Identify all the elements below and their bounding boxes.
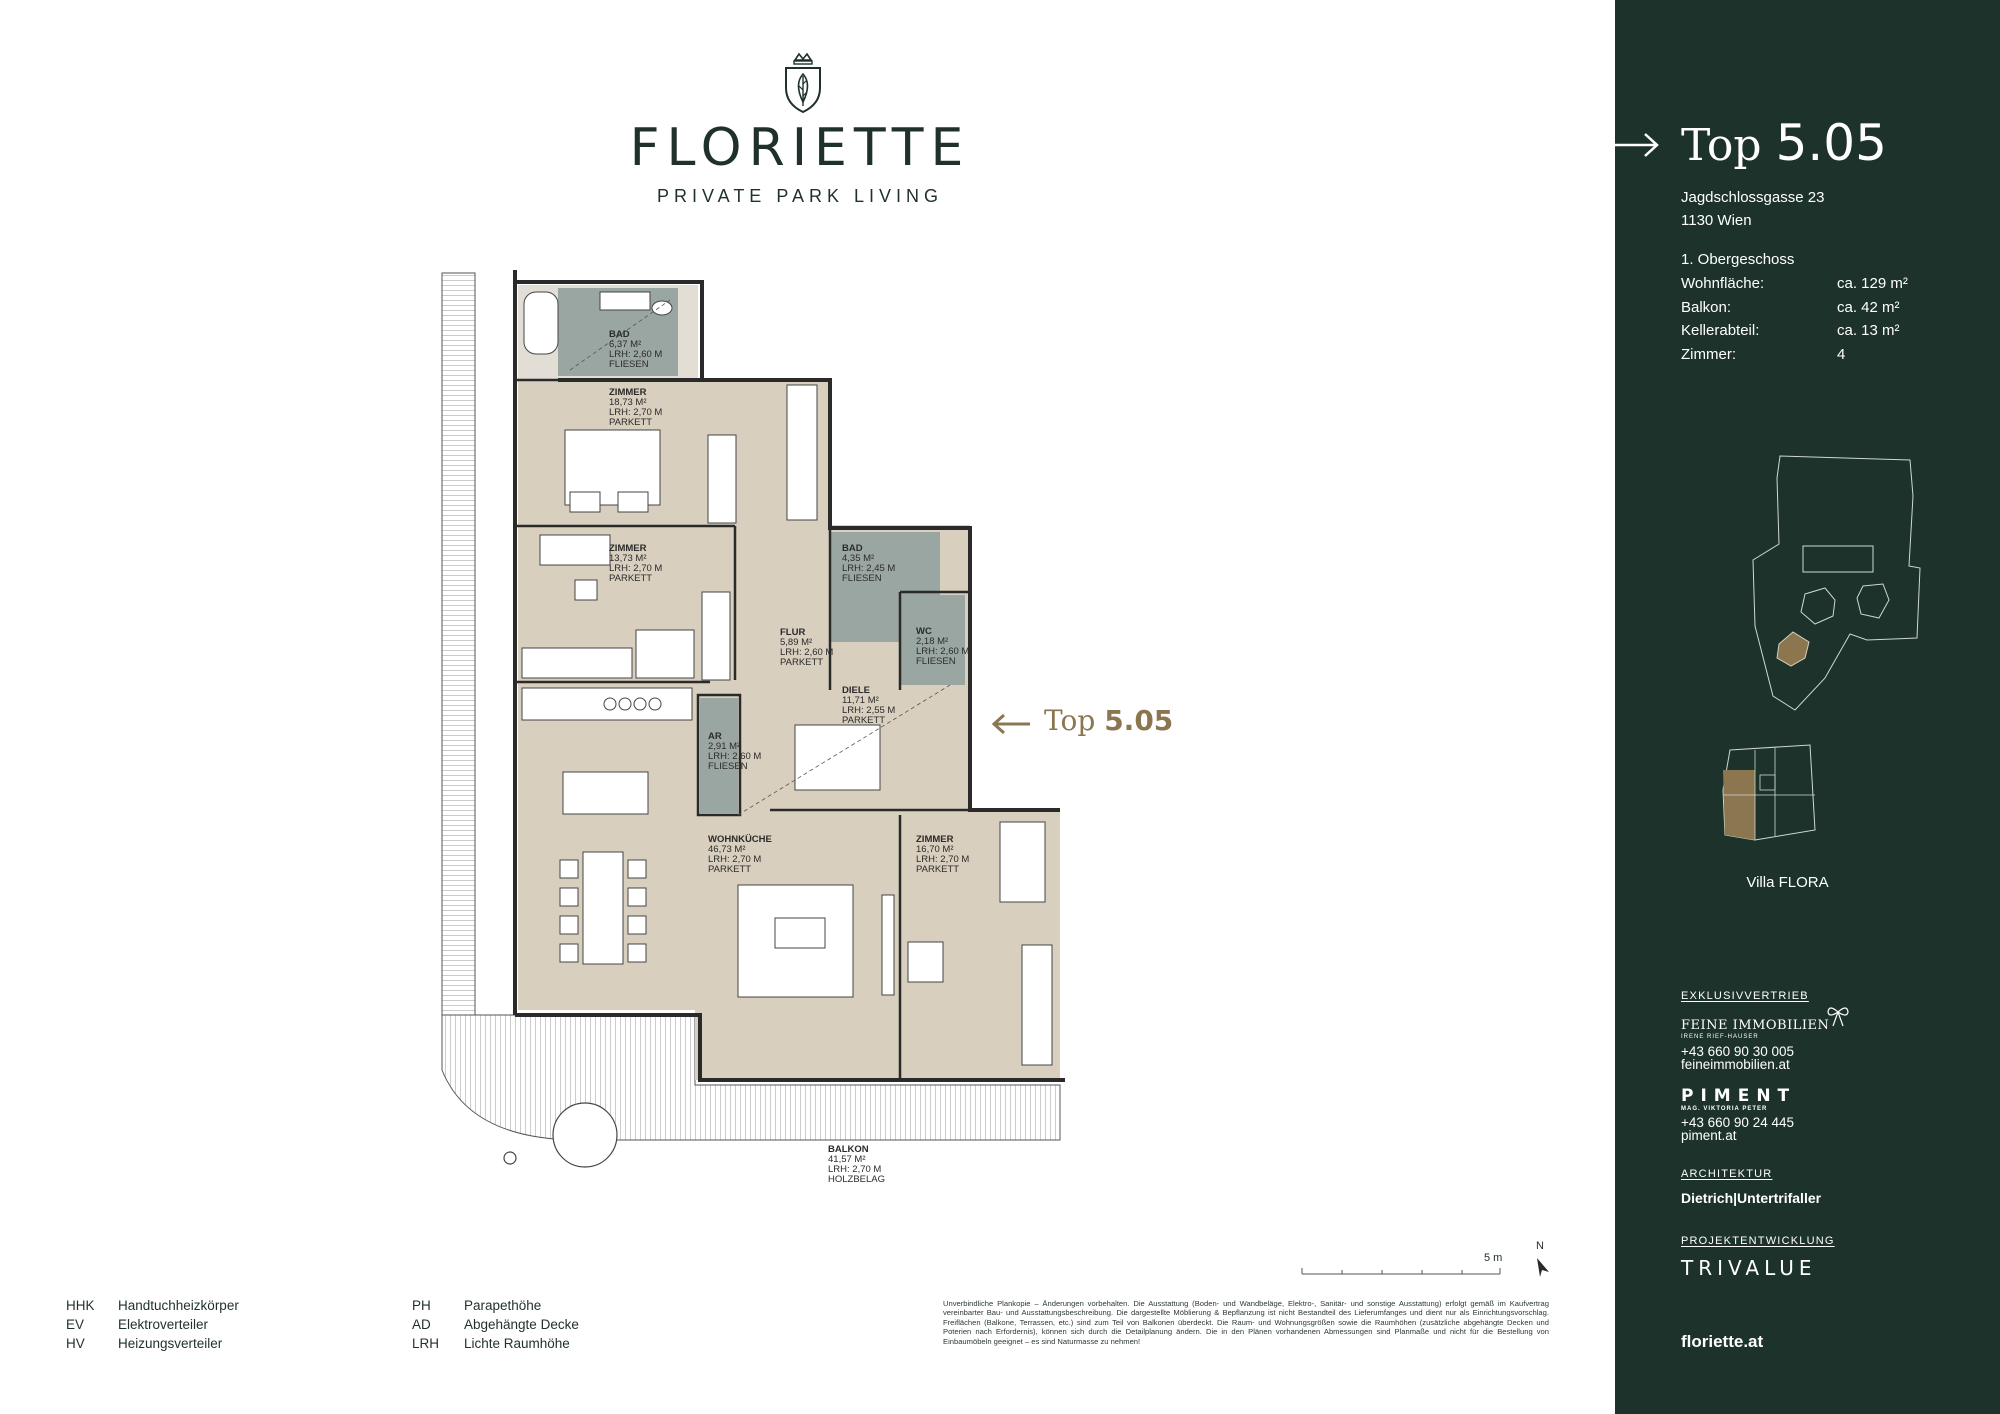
fact-row: Zimmer: 4 <box>1681 343 1908 367</box>
scale-bar <box>1301 1268 1501 1275</box>
legend-abbr: HHK <box>66 1298 95 1313</box>
fact-row: Wohnfläche: ca. 129 m² <box>1681 272 1908 296</box>
plan-unit-label: Top 5.05 <box>1044 704 1173 737</box>
scale-label: 5 m <box>1484 1252 1503 1264</box>
sales-heading: EXKLUSIVVERTRIEB <box>1681 990 1809 1002</box>
unit-city: 1130 Wien <box>1681 212 1752 229</box>
phone-feine-immobilien[interactable]: +43 660 90 30 005 <box>1681 1044 1794 1059</box>
fact-row: Kellerabteil: ca. 13 m² <box>1681 319 1908 343</box>
north-arrow-icon <box>1537 1258 1549 1277</box>
fact-key: Kellerabteil: <box>1681 322 1760 339</box>
legend-abbr: EV <box>66 1317 85 1332</box>
north-label: N <box>1536 1240 1544 1252</box>
plan-unit-prefix: Top <box>1044 704 1096 737</box>
arrow-left-icon <box>991 713 1030 735</box>
legend-text: Handtuchheizkörper <box>118 1298 239 1313</box>
legend-column-2: PH Parapethöhe AD Abgehängte Decke LRH Lich… <box>412 1298 579 1355</box>
building-footprint-map <box>1722 744 1816 841</box>
legend-column-1: HHK Handtuchheizkörper EV Elektroverteiler… <box>66 1298 239 1355</box>
fact-value: ca. 42 m² <box>1837 298 1900 316</box>
architect-name: Dietrich|Untertrifaller <box>1681 1190 1822 1206</box>
architecture-heading: ARCHITEKTUR <box>1681 1168 1773 1180</box>
fact-key: Balkon: <box>1681 298 1732 316</box>
floor-plan <box>441 270 1065 1168</box>
unit-address: Jagdschlossgasse 23 1130 Wien <box>1681 186 1824 232</box>
fact-value: ca. 129 m² <box>1837 275 1908 292</box>
company-piment: PIMENT <box>1681 1086 1797 1106</box>
unit-floor: 1. Obergeschoss <box>1681 251 1795 268</box>
info-sidebar: Top 5.05 Jagdschlossgasse 23 1130 Wien 1… <box>1615 0 2000 1414</box>
disclaimer-text: Unverbindliche Plankopie – Änderungen vo… <box>943 1299 1549 1346</box>
legend-abbr: HV <box>66 1336 85 1351</box>
unit-prefix: Top <box>1681 120 1762 171</box>
legend-abbr: PH <box>412 1298 431 1313</box>
unit-number: 5.05 <box>1775 114 1887 172</box>
brand-name: FLORIETTE <box>629 118 971 178</box>
fact-value: 4 <box>1837 345 1846 363</box>
plan-unit-number: 5.05 <box>1104 704 1174 737</box>
fact-key: Wohnfläche: <box>1681 275 1765 292</box>
legend-text: Heizungsverteiler <box>118 1336 223 1351</box>
unit-street: Jagdschlossgasse 23 <box>1681 189 1825 206</box>
website-link[interactable]: floriette.at <box>1681 1332 1764 1351</box>
fact-key: Zimmer: <box>1681 345 1736 363</box>
phone-piment[interactable]: +43 660 90 24 445 <box>1681 1115 1794 1130</box>
fact-row: Balkon: ca. 42 m² <box>1681 296 1908 320</box>
legend-text: Parapethöhe <box>464 1298 542 1313</box>
company-feine-immobilien-sub: IRENE RIEF-HAUSER <box>1681 1034 1759 1040</box>
brand-tagline: PRIVATE PARK LIVING <box>656 186 944 206</box>
legend-text: Abgehängte Decke <box>464 1317 579 1332</box>
legend-abbr: AD <box>412 1317 431 1332</box>
web-feine-immobilien[interactable]: feineimmobilien.at <box>1681 1057 1790 1072</box>
site-map <box>1752 455 1921 711</box>
crest-logo-icon <box>785 52 821 114</box>
unit-title: Top 5.05 <box>1681 118 1887 171</box>
legend-abbr: LRH <box>412 1336 440 1351</box>
development-heading: PROJEKTENTWICKLUNG <box>1681 1235 1835 1247</box>
unit-facts: Wohnfläche: ca. 129 m² Balkon: ca. 42 m² K… <box>1681 272 1908 366</box>
developer-name: TRIVALUE <box>1681 1256 1817 1280</box>
fact-value: ca. 13 m² <box>1837 322 1900 339</box>
company-piment-sub: MAG. VIKTORIA PETER <box>1681 1106 1768 1112</box>
arrow-right-icon <box>1615 133 1659 157</box>
bow-icon <box>1827 1007 1849 1027</box>
web-piment[interactable]: piment.at <box>1681 1128 1737 1143</box>
company-feine-immobilien: FEINE IMMOBILIEN <box>1681 1018 1830 1033</box>
legend-text: Lichte Raumhöhe <box>464 1336 570 1351</box>
villa-label: Villa FLORA <box>1746 874 1829 891</box>
legend-text: Elektroverteiler <box>118 1317 209 1332</box>
